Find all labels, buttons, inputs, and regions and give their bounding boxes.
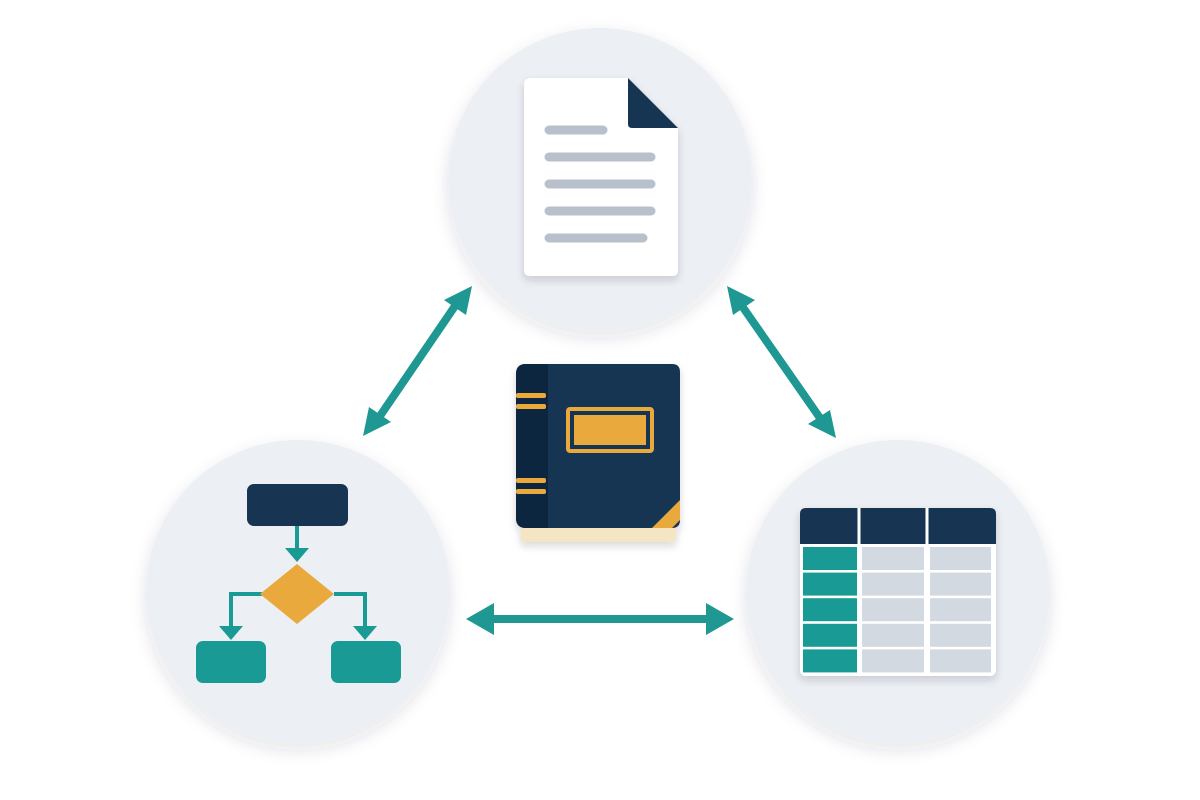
- book-label-frame: [566, 407, 654, 453]
- table-cells: [803, 547, 991, 673]
- table-header-row: [800, 508, 996, 544]
- table-cell: [930, 572, 991, 596]
- table-key-cell: [803, 572, 857, 596]
- document-icon: [524, 78, 678, 276]
- flowchart-icon: [196, 484, 401, 683]
- flowchart-start-box: [247, 484, 348, 526]
- table-cell: [930, 623, 991, 647]
- table-key-cell: [803, 547, 857, 570]
- flowchart-decision-diamond: [260, 564, 334, 624]
- flowchart-right-box: [331, 641, 401, 683]
- book-label: [574, 415, 646, 445]
- book-icon: [516, 364, 680, 542]
- table-cell: [930, 547, 991, 570]
- table-cell: [930, 649, 991, 673]
- table-cell: [862, 649, 924, 673]
- arrow-document-flowchart: [363, 286, 472, 436]
- table-cell: [862, 572, 924, 596]
- arrow-flowchart-table: [466, 603, 734, 635]
- table-cell: [930, 598, 991, 622]
- table-key-cell: [803, 623, 857, 647]
- table-key-cell: [803, 649, 857, 673]
- table-icon: [800, 508, 996, 676]
- table-cell: [862, 623, 924, 647]
- table-key-cell: [803, 598, 857, 622]
- document-text-lines: [544, 125, 656, 243]
- table-cell: [862, 547, 924, 570]
- arrow-document-table: [727, 286, 836, 438]
- table-cell: [862, 598, 924, 622]
- flowchart-left-box: [196, 641, 266, 683]
